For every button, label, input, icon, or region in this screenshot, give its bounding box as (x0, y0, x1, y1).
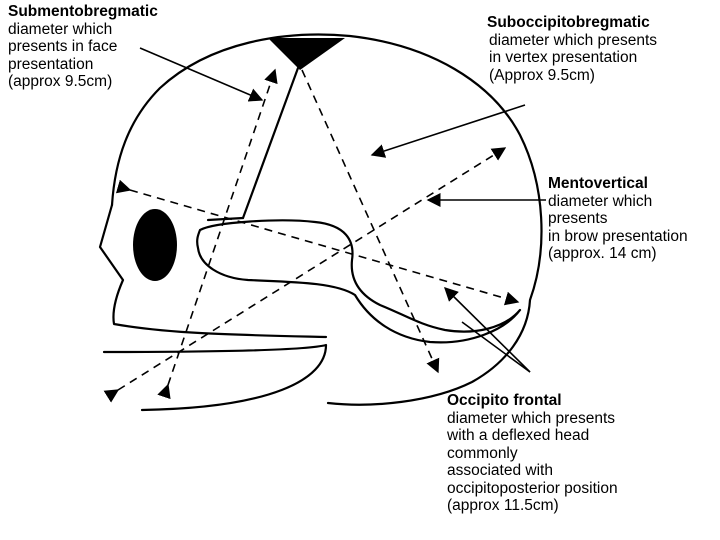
label-line: (approx 9.5cm) (8, 73, 158, 91)
label-line: occipitoposterior position (447, 480, 618, 498)
label-line: presents in face (8, 38, 158, 56)
pointer-submentobregmatic (140, 48, 262, 100)
label-line: (Approx 9.5cm) (487, 67, 657, 85)
label-title: Mentovertical (548, 175, 688, 193)
label-submentobregmatic: Submentobregmatic diameter which present… (8, 3, 158, 91)
label-occipitofrontal: Occipito frontal diameter which presents… (447, 392, 618, 515)
label-line: presentation (8, 56, 158, 74)
label-title: Occipito frontal (447, 392, 618, 410)
label-line: commonly (447, 445, 618, 463)
label-line: with a deflexed head (447, 427, 618, 445)
label-mentovertical: Mentovertical diameter which presents in… (548, 175, 688, 263)
pointer-occipitofrontal (445, 288, 530, 372)
mandible-outline (104, 345, 326, 410)
label-line: associated with (447, 462, 618, 480)
label-line: presents (548, 210, 688, 228)
label-line: (approx 11.5cm) (447, 497, 618, 515)
label-line: in brow presentation (548, 228, 688, 246)
orbit (133, 209, 177, 281)
mentovertical-line (118, 148, 505, 390)
label-line: diameter which (548, 193, 688, 211)
label-line: in vertex presentation (487, 49, 657, 67)
pointer-suboccipitobregmatic (372, 105, 525, 155)
label-line: (approx. 14 cm) (548, 245, 688, 263)
label-title: Submentobregmatic (8, 3, 158, 21)
label-title: Suboccipitobregmatic (487, 14, 657, 32)
label-line: diameter which presents (447, 410, 618, 428)
suboccipitobregmatic-line (302, 70, 438, 372)
label-line: diameter which presents (487, 32, 657, 50)
label-line: diameter which (8, 21, 158, 39)
anterior-fontanelle (268, 38, 345, 70)
label-suboccipitobregmatic: Suboccipitobregmatic diameter which pres… (487, 14, 657, 84)
submentobregmatic-line (168, 70, 275, 385)
coronal-suture (243, 68, 298, 218)
